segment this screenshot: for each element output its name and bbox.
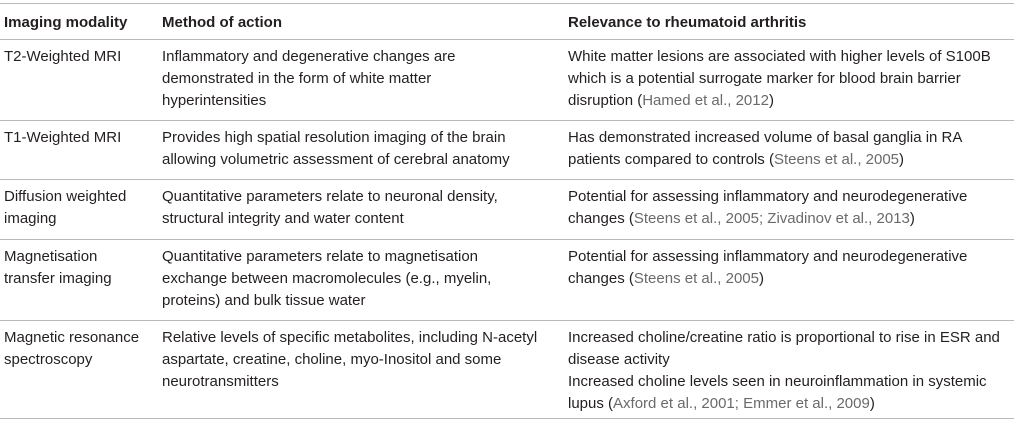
modality-cell-line: Diffusion weighted — [4, 188, 127, 205]
cell-text: changes ( — [568, 270, 634, 287]
cell-text: Increased choline levels seen in neuroin… — [568, 373, 987, 390]
table-row: T2-Weighted MRI Inflammatory and degenera… — [0, 40, 1014, 121]
modality-cell-line: transfer imaging — [4, 270, 112, 287]
relevance-cell: White matter lesions are associated with… — [568, 46, 1008, 112]
table-row: Magnetisation transfer imaging Quantitativ… — [0, 240, 1014, 321]
method-cell-line: Quantitative parameters relate to neuron… — [162, 188, 498, 205]
cell-text: ) — [909, 210, 915, 227]
method-cell: Quantitative parameters relate to neuron… — [162, 186, 498, 230]
cell-text: disease activity — [568, 351, 670, 368]
relevance-cell-line: Increased choline levels seen in neuroin… — [568, 371, 1008, 393]
relevance-cell-line: lupus (Axford et al., 2001; Emmer et al.… — [568, 393, 1008, 415]
citation-link[interactable]: Steens et al., 2005; Zivadinov et al., 2… — [633, 210, 910, 227]
modality-cell-line: Magnetisation — [4, 248, 98, 265]
modality-cell-line: imaging — [4, 210, 57, 227]
table-row: Diffusion weighted imaging Quantitative pa… — [0, 180, 1014, 240]
method-cell: Provides high spatial resolution imaging… — [162, 127, 510, 171]
method-cell-line: Provides high spatial resolution imaging… — [162, 129, 506, 146]
table-header-row: Imaging modality Method of action Releva… — [0, 3, 1014, 40]
method-cell-line: allowing volumetric assessment of cerebr… — [162, 151, 510, 168]
relevance-cell-line: White matter lesions are associated with… — [568, 46, 1008, 68]
relevance-cell-line: which is a potential surrogate marker fo… — [568, 68, 1008, 90]
modality-cell: T1-Weighted MRI — [4, 127, 156, 149]
cell-text: Potential for assessing inflammatory and… — [568, 188, 968, 205]
method-cell-line: aspartate, creatine, choline, myo-Inosit… — [162, 351, 502, 368]
header-relevance: Relevance to rheumatoid arthritis — [568, 14, 807, 31]
modality-cell-line: Magnetic resonance — [4, 329, 140, 346]
cell-text: Increased choline/creatine ratio is prop… — [568, 329, 1000, 346]
citation-link[interactable]: Axford et al., 2001; Emmer et al., 2009 — [613, 395, 870, 412]
method-cell: Quantitative parameters relate to magnet… — [162, 246, 492, 312]
relevance-cell: Potential for assessing inflammatory and… — [568, 186, 1008, 230]
relevance-cell-line: Potential for assessing inflammatory and… — [568, 186, 1008, 208]
modality-cell: Diffusion weighted imaging — [4, 186, 156, 230]
relevance-cell: Potential for assessing inflammatory and… — [568, 246, 1008, 290]
method-cell: Relative levels of specific metabolites,… — [162, 327, 538, 393]
cell-text: disruption ( — [568, 92, 643, 109]
cell-text: Potential for assessing inflammatory and… — [568, 248, 968, 265]
cell-text: ) — [768, 92, 774, 109]
method-cell-line: neurotransmitters — [162, 373, 279, 390]
method-cell-line: Inflammatory and degenerative changes ar… — [162, 48, 456, 65]
relevance-cell-line: Has demonstrated increased volume of bas… — [568, 127, 1008, 149]
modality-cell-line: T1-Weighted MRI — [4, 129, 122, 146]
cell-text: which is a potential surrogate marker fo… — [568, 70, 961, 87]
relevance-cell: Has demonstrated increased volume of bas… — [568, 127, 1008, 171]
modality-cell: Magnetic resonance spectroscopy — [4, 327, 156, 371]
method-cell-line: structural integrity and water content — [162, 210, 404, 227]
relevance-cell-line: changes (Steens et al., 2005; Zivadinov … — [568, 208, 1008, 230]
relevance-cell-line: Increased choline/creatine ratio is prop… — [568, 327, 1008, 349]
cell-text: changes ( — [568, 210, 634, 227]
method-cell-line: hyperintensities — [162, 92, 267, 109]
method-cell: Inflammatory and degenerative changes ar… — [162, 46, 462, 112]
method-cell-line: Quantitative parameters relate to magnet… — [162, 248, 479, 265]
cell-text: lupus ( — [568, 395, 614, 412]
modality-cell: Magnetisation transfer imaging — [4, 246, 156, 290]
citation-link[interactable]: Steens et al., 2005 — [773, 151, 900, 168]
cell-text: White matter lesions are associated with… — [568, 48, 991, 65]
modality-cell: T2-Weighted MRI — [4, 46, 156, 68]
relevance-cell: Increased choline/creatine ratio is prop… — [568, 327, 1008, 415]
method-cell-line: Relative levels of specific metabolites,… — [162, 329, 538, 346]
relevance-cell-line: Potential for assessing inflammatory and… — [568, 246, 1008, 268]
citation-link[interactable]: Hamed et al., 2012 — [642, 92, 769, 109]
cell-text: ) — [899, 151, 905, 168]
relevance-cell-line: patients compared to controls (Steens et… — [568, 149, 1008, 171]
table-row: T1-Weighted MRI Provides high spatial res… — [0, 121, 1014, 180]
cell-text: ) — [758, 270, 764, 287]
method-cell-line: proteins) and bulk tissue water — [162, 292, 366, 309]
citation-link[interactable]: Steens et al., 2005 — [633, 270, 759, 287]
cell-text: ) — [869, 395, 875, 412]
table-row: Magnetic resonance spectroscopy Relative l… — [0, 321, 1014, 419]
relevance-cell-line: disruption (Hamed et al., 2012) — [568, 90, 1008, 112]
method-cell-line: exchange between macromolecules (e.g., m… — [162, 270, 492, 287]
cell-text: Has demonstrated increased volume of bas… — [568, 129, 963, 146]
modality-cell-line: T2-Weighted MRI — [4, 48, 122, 65]
method-cell-line: demonstrated in the form of white matter — [162, 70, 432, 87]
cell-text: patients compared to controls ( — [568, 151, 774, 168]
relevance-cell-line: disease activity — [568, 349, 1008, 371]
modality-cell-line: spectroscopy — [4, 351, 93, 368]
header-imaging-modality: Imaging modality — [4, 14, 128, 31]
relevance-cell-line: changes (Steens et al., 2005) — [568, 268, 1008, 290]
header-method-of-action: Method of action — [162, 14, 282, 31]
